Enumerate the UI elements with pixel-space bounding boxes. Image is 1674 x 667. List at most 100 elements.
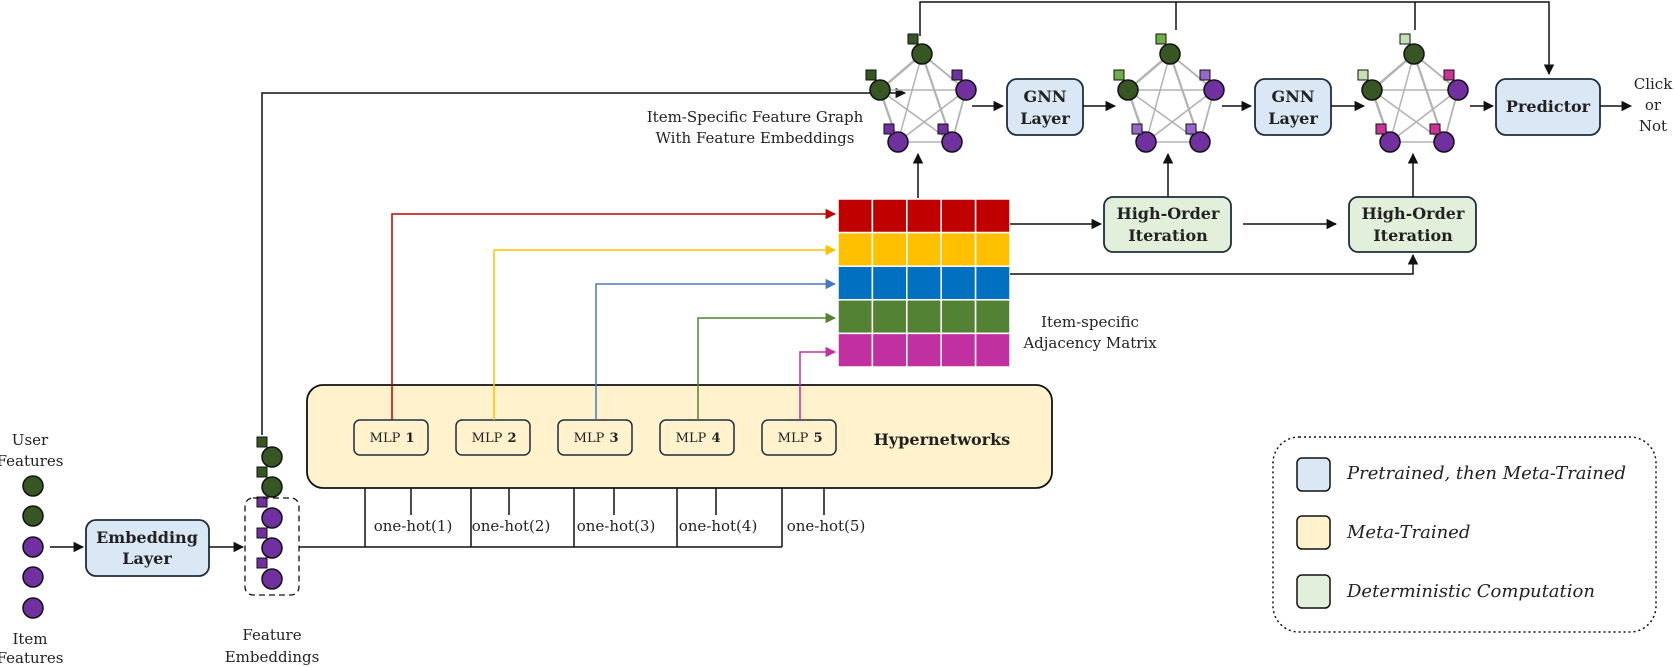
hypernetworks-panel: Hypernetworks MLP 1 MLP 2 MLP 3 MLP 4 ML… — [306, 384, 1053, 489]
mlp-number: 5 — [813, 431, 822, 446]
embedding-node — [261, 537, 283, 559]
graph-node — [911, 43, 933, 65]
mlp-prefix: MLP — [472, 431, 503, 446]
mlp-3: MLP 3 — [557, 419, 633, 456]
node-embedding-square — [883, 123, 895, 135]
graph-node — [1117, 79, 1139, 101]
adjacency-cell — [906, 198, 942, 234]
adjacency-cell — [906, 332, 942, 368]
adjacency-cell — [974, 198, 1011, 234]
graph-node — [1189, 131, 1211, 153]
adjacency-cell — [871, 299, 908, 335]
adjacency-cell — [837, 198, 874, 234]
adjacency-cell — [906, 299, 942, 335]
embedding-square — [256, 496, 268, 508]
gnn-label-1: GNN — [1272, 87, 1315, 106]
output-label-3: Not — [1639, 117, 1667, 135]
feature-embeddings: Feature Embeddings — [225, 436, 320, 666]
gnn-layer-2: GNN Layer — [1254, 78, 1332, 136]
gnn-layer-1: GNN Layer — [1006, 78, 1084, 136]
feature-embeddings-label-1: Feature — [242, 626, 301, 644]
input-features: User Features Item Features — [0, 431, 63, 667]
adjacency-cell — [940, 332, 977, 368]
mlp-2: MLP 2 — [455, 419, 531, 456]
onehot-label-5: one-hot(5) — [787, 517, 866, 535]
item-feature-node — [22, 536, 44, 558]
node-embedding-square — [1131, 123, 1143, 135]
graph-node — [955, 79, 977, 101]
high-order-label-2: Iteration — [1373, 226, 1453, 245]
graph-edge — [1145, 53, 1171, 143]
graph-node — [1135, 131, 1157, 153]
embedding-node — [261, 476, 283, 498]
mlp-5: MLP 5 — [761, 419, 837, 456]
embedding-layer-label-2: Layer — [122, 549, 172, 568]
graph-node — [1203, 79, 1225, 101]
feature-graph-label-2: With Feature Embeddings — [656, 129, 855, 147]
node-embedding-square — [951, 69, 963, 81]
graph-node — [1403, 43, 1425, 65]
high-order-label-2: Iteration — [1128, 226, 1208, 245]
embeddings-to-graph-arrow — [261, 87, 907, 435]
graph-node — [1159, 43, 1181, 65]
feature-embeddings-label-2: Embeddings — [225, 648, 320, 666]
graph-edge — [897, 89, 967, 143]
legend-label-meta-trained: Meta-Trained — [1346, 522, 1470, 543]
item-feature-node — [22, 597, 44, 619]
legend-swatch-green — [1296, 574, 1331, 609]
node-embedding-square — [937, 123, 949, 135]
embedding-square — [256, 557, 268, 569]
adjacency-cell — [837, 299, 874, 335]
legend-swatch-blue — [1296, 457, 1331, 492]
adjacency-cell — [871, 332, 908, 368]
user-feature-node — [22, 475, 44, 497]
node-embedding-square — [1199, 69, 1211, 81]
graph-node — [1379, 131, 1401, 153]
high-order-iteration-2: High-Order Iteration — [1348, 196, 1477, 253]
mlp-1-output-arrow — [391, 208, 837, 420]
adjacency-cell — [871, 198, 908, 234]
adjacency-cell — [974, 299, 1011, 335]
graph-node — [887, 131, 909, 153]
graph-edge — [1389, 89, 1459, 143]
onehot-labels: one-hot(1) one-hot(2) one-hot(3) one-hot… — [374, 517, 866, 535]
node-embedding-square — [1375, 123, 1387, 135]
mlp-prefix: MLP — [370, 431, 401, 446]
item-features-label-1: Item — [12, 630, 47, 648]
adjacency-cell — [974, 265, 1011, 301]
mlp-4-output-arrow — [697, 312, 837, 420]
node-embedding-square — [865, 69, 877, 81]
output-label-1: Click — [1634, 75, 1673, 93]
mlp-5-output-arrow — [799, 346, 837, 420]
user-features-label-1: User — [12, 431, 49, 449]
mlp-number: 1 — [405, 431, 414, 446]
user-feature-node — [22, 505, 44, 527]
embedding-layer: Embedding Layer — [85, 519, 210, 577]
predictor: Predictor — [1495, 78, 1601, 136]
node-embedding-square — [1155, 33, 1167, 45]
graph-node — [869, 79, 891, 101]
embedding-square — [256, 466, 268, 478]
skip-connections — [919, 1, 1555, 76]
hypernetworks-label: Hypernetworks — [874, 430, 1010, 449]
node-embedding-square — [1113, 69, 1125, 81]
adjacency-cell — [837, 265, 874, 301]
legend: Pretrained, then Meta-Trained Meta-Train… — [1272, 436, 1657, 633]
embedding-layer-label-1: Embedding — [96, 528, 198, 547]
mlp-2-output-arrow — [493, 244, 837, 420]
adjacency-cell — [837, 332, 874, 368]
node-embedding-square — [1399, 33, 1411, 45]
adjacency-cell — [974, 231, 1011, 267]
legend-swatch-yellow — [1296, 515, 1331, 550]
adjacency-cell — [871, 231, 908, 267]
output-label-2: or — [1645, 96, 1662, 114]
graph-edge — [1389, 53, 1415, 143]
mlp-number: 4 — [711, 431, 720, 446]
adjacency-cell — [940, 299, 977, 335]
adjacency-label-2: Adjacency Matrix — [1022, 334, 1157, 352]
node-embedding-square — [1357, 69, 1369, 81]
user-features-label-2: Features — [0, 452, 63, 470]
mlp-prefix: MLP — [574, 431, 605, 446]
mlp-1: MLP 1 — [353, 419, 429, 456]
node-embedding-square — [1185, 123, 1197, 135]
